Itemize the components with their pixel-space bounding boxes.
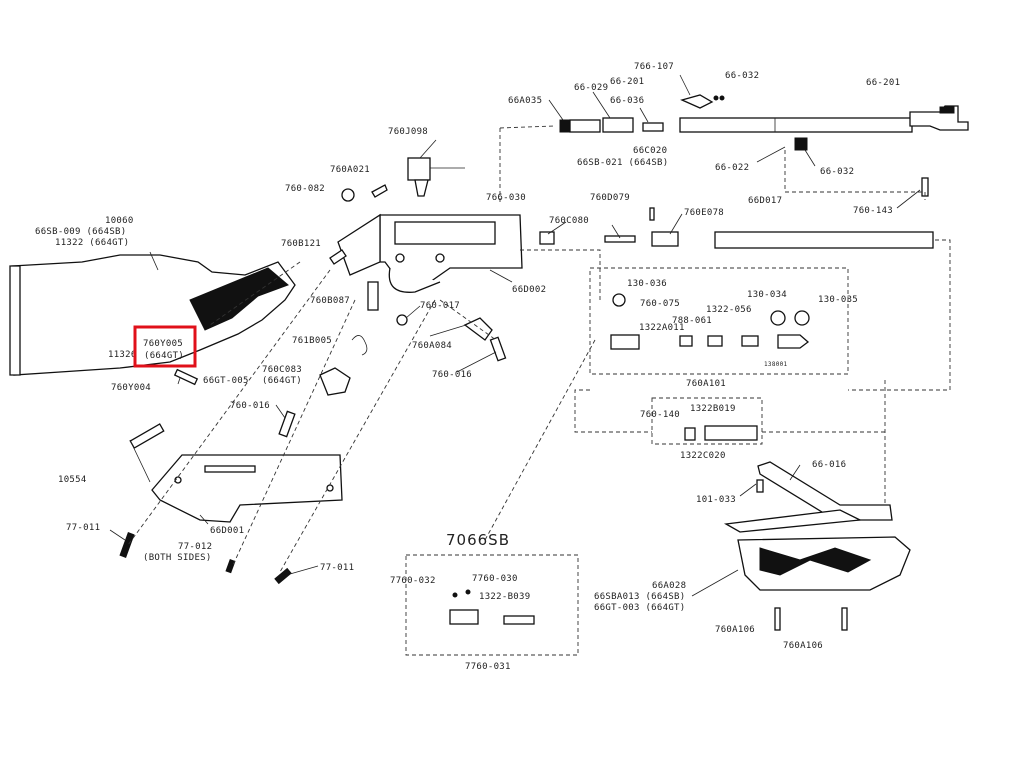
label-10554: 10554 [58,475,87,485]
highlight-box [133,325,197,368]
label-11322: 11322 (664GT) [55,238,129,248]
label-760d079: 760D079 [590,193,630,203]
stock-part [9,254,296,376]
label-66-016: 66-016 [812,460,846,470]
label-66-022: 66-022 [715,163,749,173]
label-66d001: 66D001 [210,526,244,536]
label-1322-b039: 1322-B039 [479,592,530,602]
label-10060: 10060 [105,216,134,226]
label-760y005: 760Y005 [143,339,183,349]
label-760y005-variant: (664GT) [144,351,184,361]
label-760c083: 760C083 [262,365,302,375]
label-1322c020: 1322C020 [680,451,726,461]
label-760-075: 760-075 [640,299,680,309]
label-66-201: 66-201 [866,78,900,88]
label-760j098: 760J098 [388,127,428,137]
label-760a106: 760A106 [715,625,755,635]
label-77-012: 77-012 [178,542,212,552]
label-130-034: 130-034 [747,290,787,300]
label-101-033: 101-033 [696,495,736,505]
label-7760-031: 7760-031 [465,662,511,672]
label-66sb-021: 66SB-021 (664SB) [577,158,669,168]
label-760-082: 760-082 [285,184,325,194]
label-66gt-003: 66GT-003 (664GT) [594,603,686,613]
label-760-016: 760-016 [432,370,472,380]
label-66-036: 66-036 [610,96,644,106]
label-130-035: 130-035 [818,295,858,305]
label-760-017: 760-017 [420,301,460,311]
label-66a035: 66A035 [508,96,542,106]
label-760b121: 760B121 [281,239,321,249]
label-760a021: 760A021 [330,165,370,175]
label-both-sides: (BOTH SIDES) [143,553,212,563]
barrel-assembly [559,94,969,151]
label-760b087: 760B087 [310,296,350,306]
label-138001: 138001 [764,361,788,368]
label-1322b019: 1322B019 [690,404,736,414]
valve-body-group [651,397,763,445]
label-766-107: 766-107 [634,62,674,72]
label-760a084: 760A084 [412,341,452,351]
label-7760-032: 7760-032 [390,576,436,586]
pump-lever-part [723,461,893,533]
label-761b005: 761B005 [292,336,332,346]
label-66sba013: 66SBA013 (664SB) [594,592,686,602]
label-760-016-b: 760-016 [230,401,270,411]
label-1322-056: 1322-056 [706,305,752,315]
label-760a101: 760A101 [686,379,726,389]
label-760y004: 760Y004 [111,383,151,393]
label-77-011-b: 77-011 [320,563,354,573]
label-66-032: 66-032 [725,71,759,81]
label-760a106-b: 760A106 [783,641,823,651]
label-66-032-b: 66-032 [820,167,854,177]
assembly-lines [127,125,951,573]
valve-assembly-group [589,267,849,375]
leader-lines [109,74,921,597]
small-parts [119,249,507,585]
kit-7066sb-box [405,554,579,656]
label-760e078: 760E078 [684,208,724,218]
label-760-143: 760-143 [853,206,893,216]
label-77-011: 77-011 [66,523,100,533]
label-788-061: 788-061 [672,316,712,326]
label-760-140: 760-140 [640,410,680,420]
kit-title: 7066SB [446,531,510,549]
label-66c020: 66C020 [633,146,667,156]
label-66sb-009: 66SB-009 (664SB) [35,227,127,237]
label-66d017: 66D017 [748,196,782,206]
label-66d002: 66D002 [512,285,546,295]
grip-frame-part [151,454,343,523]
label-760c080: 760C080 [549,216,589,226]
label-66-201-b: 66-201 [610,77,644,87]
label-760c083-variant: (664GT) [262,376,302,386]
label-66-029: 66-029 [574,83,608,93]
label-7760-030: 7760-030 [472,574,518,584]
pump-assembly [539,177,934,249]
label-11326: 11326 [108,350,137,360]
part-labels: 66-201 766-107 66-032 66-029 66-201 66A0… [35,62,900,672]
forearm-part [737,536,911,631]
label-1322a011: 1322A011 [639,323,685,333]
label-130-036: 130-036 [627,279,667,289]
label-66gt-005: 66GT-005 [203,376,249,386]
receiver-assembly [337,157,523,293]
label-766-030: 766-030 [486,193,526,203]
label-66a028: 66A028 [652,581,686,591]
